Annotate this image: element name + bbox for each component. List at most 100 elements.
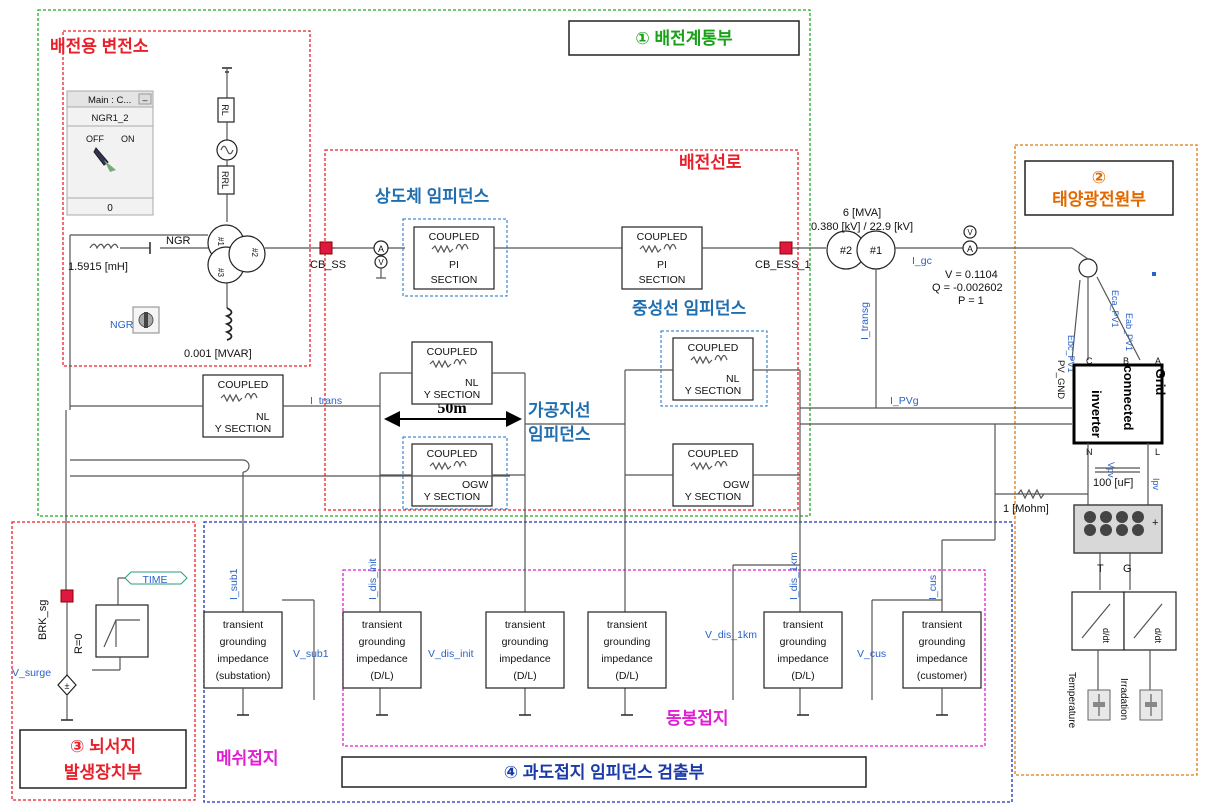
panel-toggle-switch[interactable] bbox=[93, 147, 116, 172]
transformer-rating1: 6 [MVA] bbox=[843, 207, 881, 219]
signal-ipv: Ipv bbox=[1151, 478, 1161, 491]
substation-source: RL RRL #1 #2 #3 0.001 [MVAR] NGR 1.5915 … bbox=[68, 67, 335, 410]
title-pv-line1: ② bbox=[1092, 168, 1106, 187]
panel-name: NGR1_2 bbox=[92, 113, 129, 124]
grounding-boxes: transient grounding impedance (substatio… bbox=[203, 424, 996, 716]
mvar-label: 0.001 [MVAR] bbox=[184, 348, 252, 360]
inverter-line2: connected bbox=[1121, 365, 1136, 430]
t-num1: #1 bbox=[870, 245, 882, 257]
tgi-dl1-line2: grounding bbox=[359, 636, 406, 648]
yogw2-ogw: OGW bbox=[723, 479, 749, 491]
region-lightning bbox=[11, 521, 196, 801]
region-pv-source bbox=[1014, 144, 1198, 776]
ysub-coupled: COUPLED bbox=[218, 379, 269, 391]
rl-label: RL bbox=[220, 104, 230, 116]
tgi-dl2-line2: grounding bbox=[502, 636, 549, 648]
signal-v-sub1: V_sub1 bbox=[293, 648, 329, 660]
inductance-label: 1.5915 [mH] bbox=[68, 261, 128, 273]
yogw1-coupled: COUPLED bbox=[427, 448, 478, 460]
ynl2-nl: NL bbox=[726, 373, 740, 385]
pin-b: B bbox=[1123, 356, 1129, 366]
ynl2-coupled: COUPLED bbox=[688, 342, 739, 354]
svg-text:±: ± bbox=[65, 681, 70, 691]
title-pv-line2: 태양광전원부 bbox=[1052, 190, 1146, 209]
tgi-sub-line2: grounding bbox=[220, 636, 267, 648]
signal-v-dis-init: V_dis_init bbox=[428, 648, 474, 660]
svg-text:A: A bbox=[967, 244, 973, 254]
region-distribution-line bbox=[324, 149, 799, 511]
ysub-nl: NL bbox=[256, 411, 270, 423]
ngr-label: NGR bbox=[166, 235, 191, 247]
inverter-line1: Grid bbox=[1153, 369, 1168, 396]
pi2-coupled: COUPLED bbox=[637, 231, 688, 243]
ynl1-coupled: COUPLED bbox=[427, 346, 478, 358]
signal-vpv: Vpv bbox=[1106, 462, 1116, 478]
panel-off-label: OFF bbox=[86, 134, 104, 144]
svg-text:#3: #3 bbox=[216, 268, 225, 277]
time-label: TIME bbox=[142, 574, 167, 586]
r0-label: R=0 bbox=[73, 634, 85, 655]
annotation-overhead-ground-1: 가공지선 bbox=[528, 401, 591, 420]
region-distribution-system bbox=[37, 9, 811, 517]
ynl1-nl: NL bbox=[465, 377, 479, 389]
signal-v-dis-1km: V_dis_1km bbox=[705, 629, 757, 641]
pin-a: A bbox=[1155, 356, 1161, 366]
title-lightning-line1: ③ 뇌서지 bbox=[70, 737, 136, 756]
breaker-cb-ss[interactable] bbox=[319, 241, 333, 255]
title-distribution-line: 배전선로 bbox=[679, 153, 742, 172]
pin-t: T bbox=[1097, 563, 1104, 575]
tgi-cus-tag: (customer) bbox=[917, 670, 967, 682]
ysub-section: Y SECTION bbox=[215, 423, 271, 435]
main-line: CB_SS A V COUPLED PI SECTION COUPLED PI … bbox=[310, 207, 1072, 355]
svg-text:A: A bbox=[378, 244, 384, 254]
pin-l: L bbox=[1155, 447, 1160, 457]
tgi-dl2-line1: transient bbox=[505, 619, 545, 631]
tgi-cus-line3: impedance bbox=[916, 653, 968, 665]
tgi-dl3-tag: (D/L) bbox=[615, 670, 638, 682]
title-substation: 배전용 변전소 bbox=[50, 37, 149, 56]
inverter-line3: inverter bbox=[1089, 390, 1104, 438]
breaker-brk-sg[interactable] bbox=[60, 589, 74, 603]
q-value: Q = -0.002602 bbox=[932, 282, 1003, 294]
p-value: P = 1 bbox=[958, 295, 984, 307]
svg-text:d/dt: d/dt bbox=[1153, 628, 1163, 644]
rrl-label: RRL bbox=[220, 171, 230, 189]
pi1-pi: PI bbox=[449, 259, 459, 271]
annotation-neutral-impedance: 중성선 임피던스 bbox=[632, 298, 747, 318]
tgi-dl3-line1: transient bbox=[607, 619, 647, 631]
temperature-label: Temperature bbox=[1066, 672, 1077, 729]
ynl2-section: Y SECTION bbox=[685, 385, 741, 397]
panel-on-label: ON bbox=[121, 134, 135, 144]
svg-text:#1: #1 bbox=[216, 237, 225, 246]
yogw1-ogw: OGW bbox=[462, 479, 488, 491]
tgi-dl3-line3: impedance bbox=[601, 653, 653, 665]
tgi-cus-line1: transient bbox=[922, 619, 962, 631]
pi1-coupled: COUPLED bbox=[429, 231, 480, 243]
control-panel[interactable]: Main : C... – NGR1_2 OFF ON 0 bbox=[66, 90, 154, 216]
pi1-section: SECTION bbox=[431, 274, 478, 286]
tgi-dl3-line2: grounding bbox=[604, 636, 651, 648]
yogw1-section: Y SECTION bbox=[424, 491, 480, 503]
breaker-cb-ess[interactable] bbox=[779, 241, 793, 255]
pv-gnd-label: PV_GND bbox=[1055, 360, 1066, 399]
tgi-dl2-line3: impedance bbox=[499, 653, 551, 665]
tgi-dl4-line2: grounding bbox=[780, 636, 827, 648]
region-substation bbox=[62, 30, 311, 367]
lightning-generator: BRK_sg ± V_surge R=0 TIME bbox=[12, 571, 188, 721]
signal-i-cus: I_cus bbox=[927, 575, 939, 600]
pv-source: Ebc_PV1 Eca_PV1 Eab_PV1 Grid connected i… bbox=[995, 247, 1177, 729]
tgi-dl1-tag: (D/L) bbox=[370, 670, 393, 682]
annotation-phase-impedance: 상도체 임피던스 bbox=[375, 186, 490, 206]
yogw2-coupled: COUPLED bbox=[688, 448, 739, 460]
grid-connected-inverter[interactable] bbox=[1072, 363, 1164, 445]
signal-i-sub1: I_sub1 bbox=[228, 568, 240, 600]
svg-text:V: V bbox=[967, 228, 973, 237]
tgi-dl4-line3: impedance bbox=[777, 653, 829, 665]
signal-eca: Eca_PV1 bbox=[1110, 290, 1120, 328]
signal-i-dis-init: I_dis_init bbox=[367, 558, 379, 600]
title-detection: ④ 과도접지 임피던스 검출부 bbox=[504, 762, 705, 782]
signal-i-gc: I_gc bbox=[912, 255, 932, 267]
panel-minimize-button[interactable]: – bbox=[142, 95, 147, 105]
pin-g: G bbox=[1123, 563, 1132, 575]
